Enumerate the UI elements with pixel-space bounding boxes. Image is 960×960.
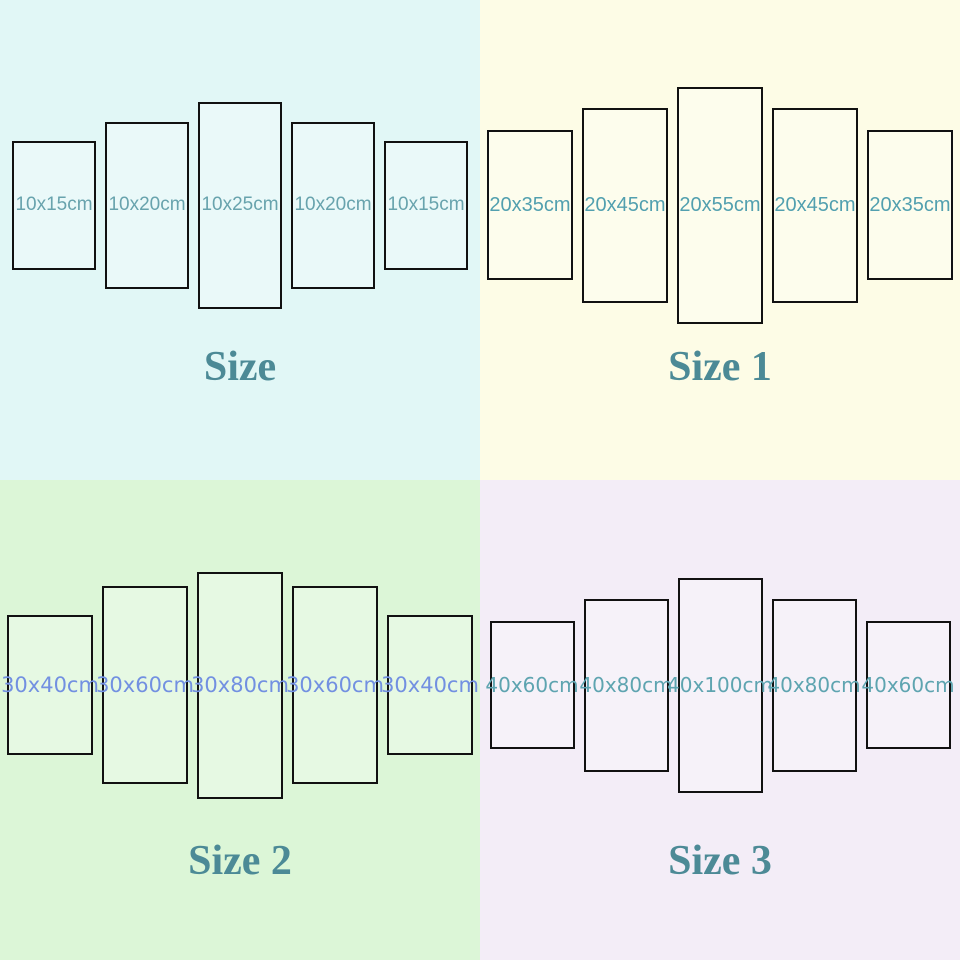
panel-row: 40x60cm 40x80cm 40x100cm 40x80cm 40x60cm [480,480,960,890]
panel-size-label: 30x40cm [1,673,99,697]
canvas-panel: 20x35cm [487,130,573,280]
quadrant-size-3: 40x60cm 40x80cm 40x100cm 40x80cm 40x60cm… [480,480,960,960]
panel-size-label: 20x45cm [584,193,666,216]
canvas-panel: 30x60cm [96,586,194,784]
panel-size-label: 40x60cm [861,673,955,697]
canvas-panel: 20x45cm [582,107,668,303]
panel-size-label: 30x60cm [96,673,194,697]
panel-size-label: 30x40cm [381,673,479,697]
canvas-panel: 20x35cm [867,130,953,280]
canvas-panel: 40x60cm [861,621,955,749]
panel-row: 10x15cm 10x20cm 10x25cm 10x20cm 10x15cm [0,0,480,410]
panel-size-label: 20x55cm [679,193,761,216]
canvas-panel: 10x25cm [198,101,282,309]
panel-size-label: 20x35cm [489,193,571,216]
panel-size-label: 20x35cm [869,193,951,216]
panel-size-label: 40x100cm [667,673,773,697]
size-group-title: Size 2 [188,838,292,884]
panel-size-label: 10x15cm [15,194,93,215]
canvas-panel: 20x45cm [772,107,858,303]
panel-size-label: 10x20cm [108,194,186,215]
panel-row: 30x40cm 30x60cm 30x80cm 30x60cm 30x40cm [0,480,480,890]
panel-size-label: 30x60cm [286,673,384,697]
canvas-panel: 20x55cm [677,86,763,324]
canvas-panel: 40x60cm [485,621,579,749]
canvas-panel: 10x15cm [12,140,96,270]
canvas-panel: 40x100cm [667,577,773,793]
canvas-panel: 10x20cm [105,121,189,289]
panel-row: 20x35cm 20x45cm 20x55cm 20x45cm 20x35cm [480,0,960,410]
panel-size-label: 40x60cm [485,673,579,697]
canvas-panel: 10x20cm [291,121,375,289]
size-group-title: Size 3 [668,838,772,884]
canvas-panel: 10x15cm [384,140,468,270]
quadrant-size: 10x15cm 10x20cm 10x25cm 10x20cm 10x15cm … [0,0,480,480]
canvas-panel: 30x80cm [191,571,289,799]
panel-size-label: 40x80cm [579,673,673,697]
quadrant-size-1: 20x35cm 20x45cm 20x55cm 20x45cm 20x35cm … [480,0,960,480]
panel-size-label: 20x45cm [774,193,856,216]
panel-size-label: 10x25cm [201,194,279,215]
canvas-panel: 30x40cm [381,615,479,755]
panel-size-label: 10x20cm [294,194,372,215]
panel-size-label: 10x15cm [387,194,465,215]
canvas-panel: 40x80cm [767,598,861,772]
canvas-panel: 30x40cm [1,615,99,755]
panel-size-label: 30x80cm [191,673,289,697]
size-group-title: Size 1 [668,344,772,390]
canvas-panel: 30x60cm [286,586,384,784]
panel-size-label: 40x80cm [767,673,861,697]
quadrant-size-2: 30x40cm 30x60cm 30x80cm 30x60cm 30x40cm … [0,480,480,960]
size-group-title: Size [203,344,277,390]
canvas-panel: 40x80cm [579,598,673,772]
